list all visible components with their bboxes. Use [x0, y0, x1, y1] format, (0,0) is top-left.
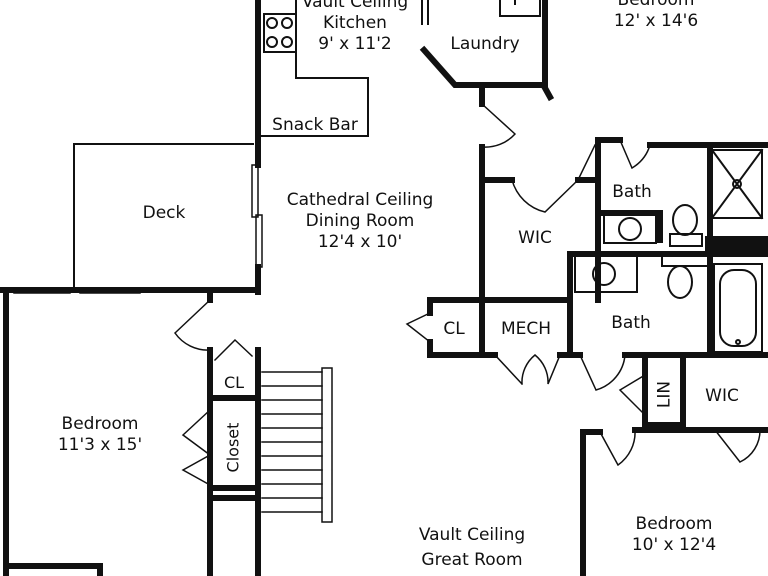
toilet-icon [661, 255, 711, 299]
bedroom-left-name: Bedroom [61, 414, 139, 434]
sliding-door [251, 164, 263, 268]
closet-door [181, 408, 212, 487]
staircase [261, 367, 333, 523]
mech-door [493, 353, 561, 386]
lin-door [618, 373, 647, 417]
wic-right-door [713, 428, 761, 464]
bedroom-left-door [173, 298, 212, 351]
wall-cl-mid [427, 297, 485, 358]
bedroom-left-label: Bedroom 11'3 x 15' [40, 414, 160, 456]
bath-mid-label: Bath [611, 313, 651, 333]
bedroom-top-label: Bedroom 12' x 14'6 [596, 0, 716, 32]
great-room-name: Great Room [421, 550, 523, 570]
wall-cl-left [207, 347, 261, 576]
kitchen-ceiling: Vault Ceiling [301, 0, 409, 12]
great-room-label: Vault Ceiling Great Room [400, 525, 544, 571]
kitchen-door-frame [421, 0, 429, 25]
bedroom-bottom-size: 10' x 12'4 [631, 535, 717, 555]
dining-name: Dining Room [305, 211, 415, 231]
bedroom-bottom-door [598, 429, 636, 467]
laundry-door [480, 102, 517, 148]
closet-label: Closet [223, 422, 243, 473]
bedroom-left-size: 11'3 x 15' [57, 435, 143, 455]
deck-label: Deck [142, 203, 186, 223]
snack-bar-label: Snack Bar [272, 115, 358, 135]
wall-bedroom-bottom [580, 427, 718, 576]
dining-label: Cathedral Ceiling Dining Room 12'4 x 10' [270, 190, 450, 253]
bedroom-top-size: 12' x 14'6 [613, 11, 699, 31]
wall-bedroom-left [0, 287, 261, 576]
sink-icon [574, 255, 638, 293]
window-bedroom-left [13, 288, 141, 294]
stove-icon [263, 13, 297, 53]
wic-door [511, 143, 597, 213]
washer-icon [499, 0, 541, 17]
kitchen-size: 9' x 11'2 [318, 34, 392, 54]
wall-wic-top [479, 87, 601, 303]
laundry-label: Laundry [450, 34, 520, 54]
mech-label: MECH [500, 319, 552, 339]
bath-top-door [619, 139, 651, 170]
cl-mid-label: CL [443, 319, 465, 339]
wall-bath-mid [479, 251, 768, 358]
wall-bath-top [595, 137, 768, 243]
dining-size: 12'4 x 10' [317, 232, 403, 252]
bedroom-bottom-name: Bedroom [635, 514, 713, 534]
bath-top-label: Bath [612, 182, 652, 202]
cl-left-door [213, 338, 254, 362]
lin-label: LIN [654, 380, 675, 409]
toilet-icon [669, 204, 703, 247]
kitchen-name: Kitchen [323, 13, 387, 33]
great-room-ceiling: Vault Ceiling [418, 525, 526, 545]
bath-mid-door [579, 354, 626, 391]
dining-ceiling: Cathedral Ceiling [286, 190, 434, 210]
wic-center-label: WIC [518, 228, 552, 248]
sink-icon [603, 214, 657, 244]
wic-right-label: WIC [705, 386, 739, 406]
bedroom-bottom-label: Bedroom 10' x 12'4 [614, 514, 734, 556]
shower-icon [710, 148, 764, 220]
bedroom-top-name: Bedroom [617, 0, 695, 10]
wall-laundry [419, 0, 555, 102]
deck-outline [73, 143, 254, 291]
bathtub-icon [713, 263, 763, 353]
cl-left-label: CL [223, 373, 245, 392]
kitchen-label: Vault Ceiling Kitchen 9' x 11'2 [290, 0, 420, 55]
cl-mid-door [405, 311, 432, 344]
